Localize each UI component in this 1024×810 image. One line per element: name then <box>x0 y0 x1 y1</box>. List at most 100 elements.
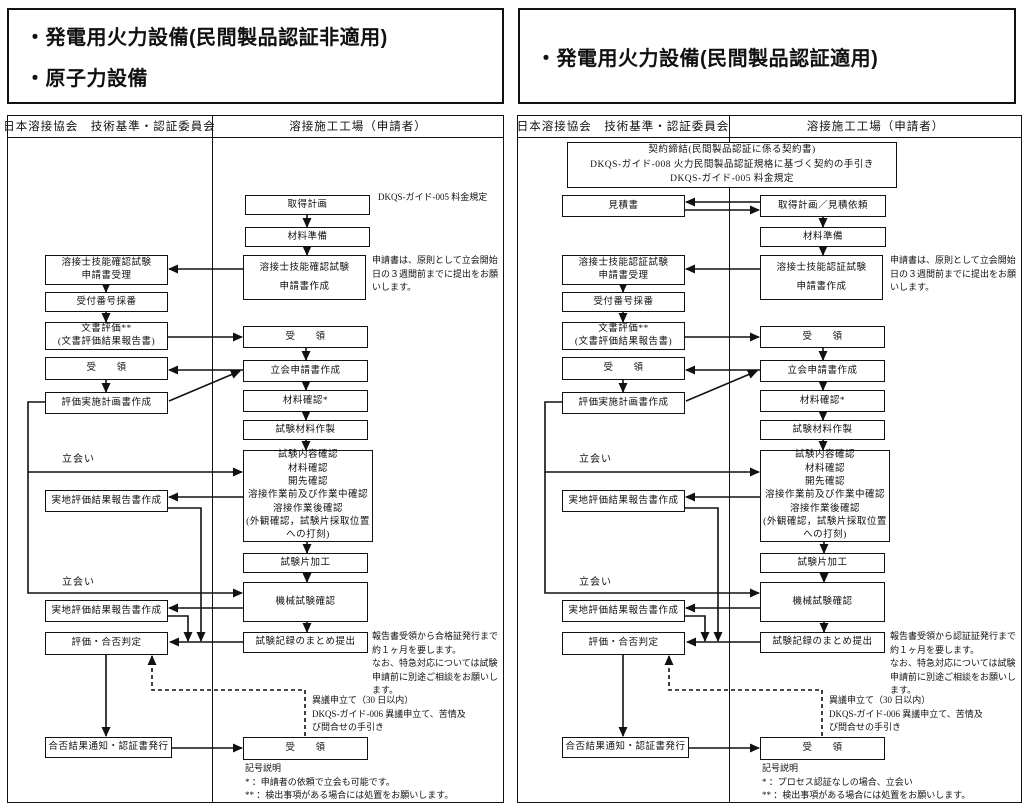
node-text: 申請書受理 <box>81 271 132 281</box>
node-text: 評価・合否判定 <box>588 638 659 649</box>
title-line-thermal-certified: ・発電用火力設備(民間製品認証適用) <box>536 47 879 70</box>
note-line: ** ：検出事項がある場合には処置をお願いします。 <box>762 790 971 800</box>
node-text: (文書評価結果報告書) <box>57 337 156 347</box>
node-witness-app-create: 立会申請書作成 <box>760 360 885 382</box>
node-text: 受 領 <box>603 363 644 374</box>
title-box-left: ・発電用火力設備(民間製品認証非適用) ・原子力設備 <box>7 8 504 104</box>
node-text: 試験内容確認 <box>277 450 338 461</box>
node-text: 立会申請書作成 <box>787 365 858 376</box>
node-document-evaluation: 文書評価**(文書評価結果報告書) <box>45 322 168 350</box>
node-test-material-make: 試験材料作製 <box>243 420 368 440</box>
note-legend-thermal-non-certified: 記号説明* ：申請者の依頼で立会も可能です。** ：検出事項がある場合には処置を… <box>245 762 453 803</box>
node-text: への打刻) <box>286 530 330 541</box>
note-line: DKQS-ガイド-005 料金規定 <box>378 192 488 202</box>
node-text: 溶接士技能確認試験 <box>259 263 350 274</box>
note-line: ** ：検出事項がある場合には処置をお願いします。 <box>245 790 454 800</box>
node-text: への打刻) <box>803 530 847 541</box>
note-line: いします。 <box>890 282 935 292</box>
node-text: 申請書作成 <box>796 281 847 292</box>
note-line: 記号説明 <box>245 763 282 773</box>
node-text: 取得計画 <box>287 199 328 210</box>
node-text: 試験片加工 <box>280 557 331 568</box>
node-test-record-submit: 試験記録のまとめ提出 <box>243 632 368 653</box>
node-reception-numbering: 受付番号採番 <box>45 292 168 312</box>
note-line: 報告書受領から認証証発行まで <box>890 631 1017 641</box>
node-text: DKQS-ガイド-005 料金規定 <box>670 174 794 185</box>
note-report-lead-time-note-thermal-non-certified: 報告書受領から合格証発行まで約１ヶ月を要します。なお、特急対応については試験申請… <box>372 630 498 698</box>
note-line: ます。 <box>372 685 399 695</box>
node-text: 開先確認 <box>804 477 845 488</box>
node-text: 受 領 <box>285 331 326 342</box>
node-text: 材料確認* <box>799 395 846 406</box>
node-evaluation-judgement: 評価・合否判定 <box>45 632 168 655</box>
node-document-evaluation: 文書評価**(文書評価結果報告書) <box>562 322 685 350</box>
node-welder-skill-test-app-receive: 溶接士技能確認試験申請書受理 <box>45 255 168 285</box>
note-line: なお、特急対応については試験 <box>372 658 498 668</box>
note-line: 報告書受領から合格証発行まで <box>372 631 499 641</box>
node-mechanical-test-confirm: 機械試験確認 <box>760 582 885 622</box>
note-line: DKQS-ガイド-006 異議申立て、苦情及 <box>829 708 983 719</box>
node-text: 実地評価結果報告書作成 <box>51 605 162 616</box>
node-text: 試験片加工 <box>797 557 848 568</box>
label-witnessing-2-thermal-certified: 立会い <box>579 577 612 588</box>
node-text: 実地評価結果報告書作成 <box>568 495 679 506</box>
node-test-content-confirm: 試験内容確認材料確認開先確認溶接作業前及び作業中確認溶接作業後確認(外観確認，試… <box>760 450 890 542</box>
node-text: (外観確認，試験片採取位置 <box>763 516 887 527</box>
node-text: 試験記録のまとめ提出 <box>772 637 873 648</box>
note-line: 異議申立て（30 日以内） <box>312 695 414 705</box>
node-eval-plan-create: 評価実施計画書作成 <box>562 392 685 414</box>
flow-edge-thermal-certified-18 <box>544 401 760 477</box>
node-text: 試験記録のまとめ提出 <box>255 637 356 648</box>
node-text: 材料準備 <box>802 231 843 242</box>
node-test-piece-processing: 試験片加工 <box>243 553 368 573</box>
node-text: 受 領 <box>802 331 843 342</box>
title-line-thermal-non-certified: ・発電用火力設備(民間製品認証非適用) <box>25 27 388 49</box>
flow-edge-thermal-certified-23 <box>685 615 710 642</box>
node-text: 契約締結(民間製品認証に係る契約書) <box>648 144 816 155</box>
node-text: 溶接作業前及び作業中確認 <box>247 490 368 501</box>
node-acquisition-plan: 取得計画 <box>245 195 370 215</box>
column-divider-thermal-certified <box>729 115 731 803</box>
node-receipt-factory-1: 受 領 <box>760 326 885 348</box>
note-line: 異議申立て（30 日以内） <box>829 695 931 705</box>
title-line-nuclear: ・原子力設備 <box>25 68 148 90</box>
note-line: * ：プロセス認証なしの場合、立会い <box>762 776 913 787</box>
note-appeal-note-thermal-non-certified: 異議申立て（30 日以内）DKQS-ガイド-006 異議申立て、苦情及び問合せの… <box>312 694 466 735</box>
node-text: 申請書受理 <box>598 271 649 281</box>
node-receipt-factory-1: 受 領 <box>243 326 368 348</box>
flow-edge-thermal-certified-11 <box>685 370 758 402</box>
node-text: 試験内容確認 <box>794 450 855 461</box>
node-receipt-committee-1: 受 領 <box>45 357 168 380</box>
flow-edge-thermal-certified-19 <box>544 472 760 598</box>
note-application-deadline-note-thermal-non-certified: 申請書は、原則として立会開始日の３週間前までに提出をお願いします。 <box>372 254 498 295</box>
chart-header-committee-thermal-certified: 日本溶接協会 技術基準・認証委員会 <box>516 121 730 133</box>
node-receipt-factory-2: 受 領 <box>760 737 885 760</box>
node-text: 受付番号採番 <box>593 296 654 307</box>
node-eval-plan-create: 評価実施計画書作成 <box>45 392 168 414</box>
node-text: 評価実施計画書作成 <box>61 397 152 408</box>
node-text: 立会申請書作成 <box>270 365 341 376</box>
label-witnessing-1-thermal-non-certified: 立会い <box>62 454 95 465</box>
header-underline-thermal-certified <box>517 137 1022 139</box>
node-reception-numbering: 受付番号採番 <box>562 292 685 312</box>
node-text: 溶接士技能確認試験 <box>61 258 152 269</box>
node-text: 取得計画／見積依頼 <box>777 200 868 211</box>
node-test-content-confirm: 試験内容確認材料確認開先確認溶接作業前及び作業中確認溶接作業後確認(外観確認，試… <box>243 450 373 542</box>
node-text: 受 領 <box>802 743 843 754</box>
node-text: DKQS-ガイド-008 火力民間製品認証規格に基づく契約の手引き <box>590 159 874 170</box>
title-box-right: ・発電用火力設備(民間製品認証適用) <box>518 8 1016 104</box>
note-line: いします。 <box>372 282 417 292</box>
note-line: ます。 <box>890 685 917 695</box>
node-text: 溶接作業後確認 <box>272 503 343 514</box>
note-appeal-note-thermal-certified: 異議申立て（30 日以内）DKQS-ガイド-006 異議申立て、苦情及び問合せの… <box>829 694 983 735</box>
node-test-record-submit: 試験記録のまとめ提出 <box>760 632 885 653</box>
node-text: 溶接士技能認証試験 <box>578 258 669 269</box>
node-text: 受 領 <box>86 363 127 374</box>
node-text: 機械試験確認 <box>792 596 853 607</box>
node-evaluation-judgement: 評価・合否判定 <box>562 632 685 655</box>
header-underline-thermal-non-certified <box>7 137 504 139</box>
node-text: 材料確認* <box>282 395 329 406</box>
flow-edge-thermal-certified-27 <box>664 655 823 736</box>
node-text: 評価・合否判定 <box>71 638 142 649</box>
